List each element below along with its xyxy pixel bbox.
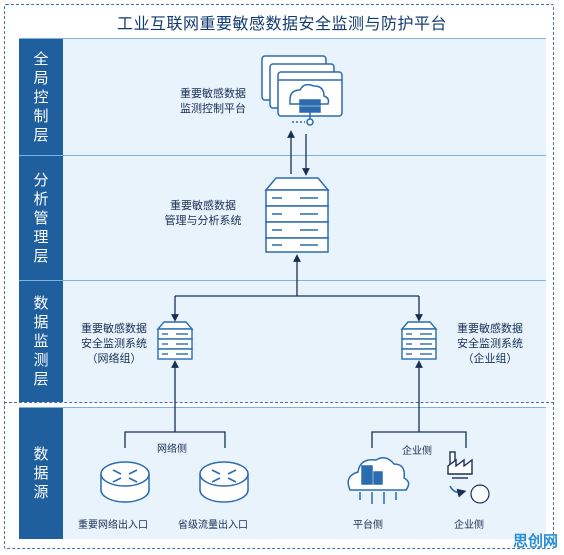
source-divider — [4, 402, 554, 403]
layer-label-monitor: 数据监测层 — [19, 280, 63, 402]
enterprise-side-label: 企业侧 — [402, 446, 432, 457]
data-cycle-icon — [449, 484, 490, 504]
monitor-network-server-icon — [156, 321, 194, 360]
diagram-title: 工业互联网重要敏感数据安全监测与防护平台 — [116, 14, 447, 33]
layer-label-source: 数据源 — [19, 407, 63, 539]
enterprise-bracket — [371, 431, 467, 448]
layer-label-analysis: 分析管理层 — [19, 155, 63, 280]
monitor-enterprise-server-icon — [400, 321, 438, 360]
platform-side-label: 平台侧 — [353, 520, 383, 531]
control-platform-icon — [261, 55, 343, 126]
enterprise-side-bottom-label: 企业侧 — [454, 520, 484, 531]
router1-icon — [100, 461, 150, 503]
monitor-network-label: 重要敏感数据安全监测系统（网络组） — [81, 322, 147, 365]
router2-label: 省级流量出入口 — [178, 520, 248, 531]
network-bracket — [124, 431, 226, 448]
watermark: 思创网 — [512, 532, 558, 550]
outer-border — [4, 4, 554, 549]
network-side-label: 网络侧 — [157, 444, 187, 455]
layer-monitor-bg — [19, 280, 546, 402]
analysis-server-icon — [264, 177, 330, 253]
router1-label: 重要网络出入口 — [78, 520, 148, 531]
layer-label-global-control: 全局控制层 — [19, 38, 63, 155]
control-platform-label: 重要敏感数据监测控制平台 — [180, 87, 246, 115]
router2-icon — [199, 461, 249, 503]
factory-icon — [447, 451, 473, 479]
analysis-system-label: 重要敏感数据管理与分析系统 — [164, 199, 242, 227]
monitor-enterprise-label: 重要敏感数据安全监测系统（企业组） — [457, 322, 523, 365]
cloud-platform-icon — [347, 457, 410, 504]
